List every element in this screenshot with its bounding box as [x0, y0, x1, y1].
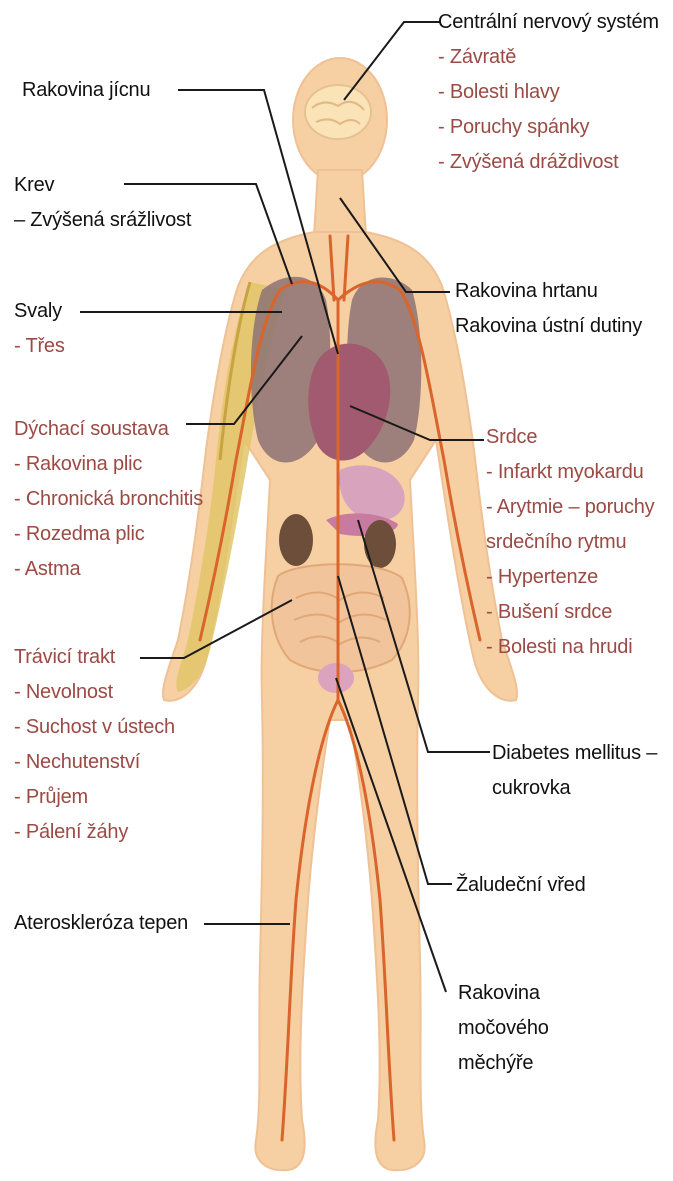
bladder-line: močového — [458, 1011, 549, 1046]
esophagus-title: Rakovina jícnu — [22, 73, 150, 108]
label-blood: Krev – Zvýšená srážlivost — [14, 168, 191, 238]
label-diabetes: Diabetes mellitus – cukrovka — [492, 736, 657, 806]
label-atherosclerosis: Ateroskleróza tepen — [14, 906, 188, 941]
label-muscles: Svaly - Třes — [14, 294, 65, 364]
digestive-item: - Průjem — [14, 780, 175, 815]
respiratory-title: Dýchací soustava — [14, 412, 203, 447]
label-esophagus: Rakovina jícnu — [22, 73, 150, 108]
heart-item: - Arytmie – poruchy — [486, 490, 655, 525]
blood-item: – Zvýšená srážlivost — [14, 203, 191, 238]
heart-title: Srdce — [486, 420, 655, 455]
cns-item: - Poruchy spánky — [438, 110, 659, 145]
heart-item: - Hypertenze — [486, 560, 655, 595]
respiratory-item: - Rozedma plic — [14, 517, 203, 552]
brain-shape — [305, 85, 371, 139]
heart-item: - Bušení srdce — [486, 595, 655, 630]
respiratory-item: - Chronická bronchitis — [14, 482, 203, 517]
atherosclerosis-title: Ateroskleróza tepen — [14, 906, 188, 941]
cns-item: - Bolesti hlavy — [438, 75, 659, 110]
bladder-line: Rakovina — [458, 976, 549, 1011]
larynx-line: Rakovina hrtanu — [455, 274, 642, 309]
digestive-title: Trávicí trakt — [14, 640, 175, 675]
heart-item: srdečního rytmu — [486, 525, 655, 560]
respiratory-item: - Astma — [14, 552, 203, 587]
diabetes-line: Diabetes mellitus – — [492, 736, 657, 771]
label-larynx: Rakovina hrtanu Rakovina ústní dutiny — [455, 274, 642, 344]
blood-title: Krev — [14, 168, 191, 203]
label-cns: Centrální nervový systém - Závratě - Bol… — [438, 5, 659, 180]
cns-item: - Zvýšená dráždivost — [438, 145, 659, 180]
ulcer-title: Žaludeční vřed — [456, 868, 586, 903]
digestive-item: - Nevolnost — [14, 675, 175, 710]
cns-title: Centrální nervový systém — [438, 5, 659, 40]
bladder-line: měchýře — [458, 1046, 549, 1081]
digestive-item: - Suchost v ústech — [14, 710, 175, 745]
muscles-title: Svaly — [14, 294, 65, 329]
digestive-item: - Pálení žáhy — [14, 815, 175, 850]
heart-item: - Infarkt myokardu — [486, 455, 655, 490]
muscles-item: - Třes — [14, 329, 65, 364]
heart-item: - Bolesti na hrudi — [486, 630, 655, 665]
label-heart: Srdce - Infarkt myokardu - Arytmie – por… — [486, 420, 655, 665]
label-respiratory: Dýchací soustava - Rakovina plic - Chron… — [14, 412, 203, 587]
respiratory-item: - Rakovina plic — [14, 447, 203, 482]
label-digestive: Trávicí trakt - Nevolnost - Suchost v ús… — [14, 640, 175, 850]
label-ulcer: Žaludeční vřed — [456, 868, 586, 903]
diabetes-line: cukrovka — [492, 771, 657, 806]
larynx-line: Rakovina ústní dutiny — [455, 309, 642, 344]
cns-item: - Závratě — [438, 40, 659, 75]
label-bladder: Rakovina močového měchýře — [458, 976, 549, 1081]
digestive-item: - Nechutenství — [14, 745, 175, 780]
